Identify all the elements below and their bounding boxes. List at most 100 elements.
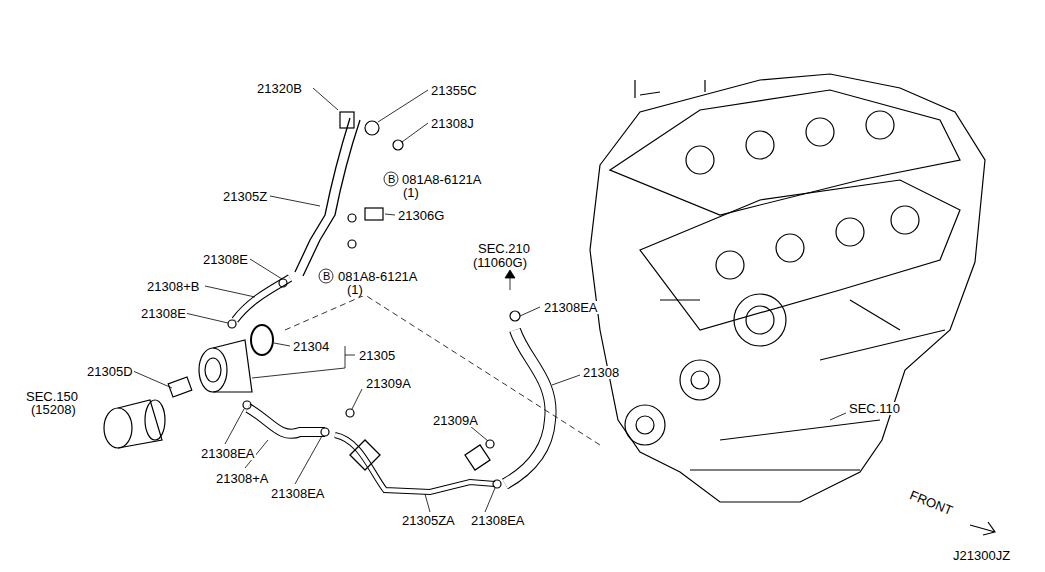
- engine-block-part: [836, 218, 864, 246]
- fittings: [228, 112, 520, 488]
- engine-block-part: [806, 118, 834, 146]
- leader-lines-part: [225, 409, 244, 444]
- engine-block-part: [691, 371, 709, 389]
- engine-block-part: [686, 146, 714, 174]
- leader-lines-part: [270, 196, 320, 206]
- callout-label: 21306G: [397, 209, 445, 222]
- callout-label: 21305: [358, 349, 396, 362]
- engine-block-part: [660, 300, 945, 470]
- hoses-and-pipes-part: [303, 120, 360, 276]
- oil-filter-part: [118, 400, 162, 448]
- fittings-part: [493, 480, 501, 488]
- callout-label: 21308J: [430, 117, 475, 130]
- callout-label: 21308+B: [146, 280, 200, 293]
- circled-letter: B: [387, 174, 396, 185]
- leader-lines-part: [274, 343, 290, 346]
- hoses-and-pipes-part: [505, 330, 551, 484]
- fittings-part: [348, 240, 356, 248]
- hoses-and-pipes-part: [505, 330, 551, 484]
- oil-cooler-part: [251, 325, 273, 355]
- oil-cooler-part: [199, 348, 227, 392]
- engine-block-part: [590, 74, 985, 502]
- callout-label: FRONT: [907, 488, 955, 518]
- leader-lines-part: [970, 522, 995, 535]
- fittings-part: [228, 320, 236, 328]
- fittings-part: [486, 440, 494, 448]
- callout-label: J21300JZ: [952, 549, 1011, 562]
- engine-block-part: [625, 405, 665, 445]
- hoses-and-pipes-part: [248, 408, 325, 434]
- callout-label: 21308EA: [200, 447, 256, 460]
- engine-block-part: [746, 131, 774, 159]
- leader-lines-part: [385, 214, 395, 215]
- callout-label: 21309A: [365, 377, 412, 390]
- engine-block-part: [635, 80, 705, 98]
- callout-label: 21308EA: [270, 487, 326, 500]
- leader-lines-part: [133, 371, 172, 388]
- fittings-part: [393, 140, 403, 150]
- fittings-part: [348, 214, 356, 222]
- hoses-and-pipes-part: [335, 435, 495, 492]
- fittings-part: [365, 208, 383, 220]
- leader-lines-part: [295, 436, 322, 484]
- callout-label: 21355C: [430, 84, 478, 97]
- engine-block-part: [866, 111, 894, 139]
- leader-lines-part: [250, 259, 282, 279]
- engine-block-part: [680, 360, 720, 400]
- leader-lines-part: [352, 389, 362, 409]
- engine-block-part: [746, 306, 774, 334]
- leader-lines-part: [830, 413, 846, 420]
- hoses-and-pipes: [235, 118, 551, 492]
- callout-label: (11060G): [472, 256, 528, 269]
- callout-label: 21308: [582, 366, 620, 379]
- fittings-part: [510, 311, 520, 321]
- callout-label: SEC.210: [477, 242, 531, 255]
- leader-lines-part: [313, 88, 338, 110]
- callout-label: 21309A: [432, 414, 479, 427]
- oil-cooler-part: [213, 340, 252, 392]
- leader-lines-part: [520, 307, 540, 316]
- oil-cooler-part: [205, 358, 221, 382]
- callout-label: 21305D: [86, 365, 134, 378]
- leader-lines-part: [552, 375, 580, 385]
- leader-lines-part: [485, 488, 495, 512]
- callout-label: 21308E: [202, 253, 249, 266]
- engine-block-part: [716, 251, 744, 279]
- callout-label: 081A8-6121A: [401, 173, 483, 186]
- engine-block-part: [734, 294, 786, 346]
- callout-label: 21304: [292, 340, 330, 353]
- callout-label: 21305Z: [222, 190, 268, 203]
- engine-block-part: [640, 180, 960, 330]
- hoses-and-pipes-part: [235, 278, 290, 320]
- oil-filter: [104, 400, 165, 448]
- callout-label: 21308EA: [543, 301, 599, 314]
- hoses-and-pipes-part: [235, 278, 290, 320]
- callout-label: 21308EA: [470, 514, 526, 527]
- hoses-and-pipes-part: [295, 118, 350, 272]
- fittings-part: [243, 401, 251, 409]
- leader-lines-part: [470, 426, 488, 441]
- engine-block-part: [636, 416, 654, 434]
- callout-label: SEC.110: [848, 402, 901, 415]
- callout-label: 21308+A: [215, 472, 269, 485]
- hoses-and-pipes-part: [335, 435, 495, 492]
- fittings-part: [346, 409, 354, 417]
- oil-cooler-part: [168, 377, 192, 397]
- callout-label: (1): [346, 283, 364, 296]
- hoses-and-pipes-part: [350, 440, 490, 470]
- leader-lines-part: [505, 270, 515, 278]
- oil-filter-part: [104, 408, 132, 448]
- leader-lines-part: [378, 90, 428, 122]
- engine-block-part: [776, 234, 804, 262]
- leader-lines-part: [285, 295, 600, 445]
- leader-lines-part: [319, 269, 333, 283]
- callout-label: SEC.150: [25, 390, 79, 403]
- leader-lines-part: [185, 313, 228, 323]
- oil-cooler: [168, 325, 273, 397]
- oil-filter-part: [145, 400, 165, 440]
- leader-lines-part: [402, 123, 428, 142]
- leader-lines-part: [425, 494, 430, 512]
- leader-lines: [133, 88, 995, 535]
- callout-label: 21320B: [256, 82, 303, 95]
